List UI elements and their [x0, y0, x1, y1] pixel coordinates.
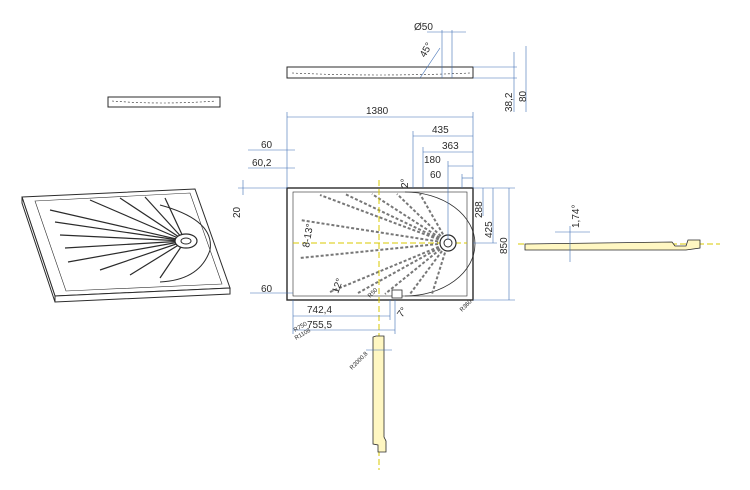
dimension-width-180: 180	[424, 155, 441, 166]
dimension-angle-12: 12°	[330, 277, 346, 295]
plan-view	[286, 180, 476, 470]
dimension-height-425: 425	[484, 221, 495, 238]
dimension-angle-2: 2°	[400, 178, 411, 188]
dimension-left-20: 20	[232, 206, 243, 218]
dimension-height-850: 850	[499, 237, 510, 254]
dimension-radius-label: R360	[459, 299, 474, 314]
dimension-diameter: Ø50	[414, 22, 433, 33]
dimension-width-742-4: 742,4	[307, 305, 332, 316]
dimension-width-60-2: 60,2	[252, 158, 272, 169]
dimension-width-60-top: 60	[261, 140, 273, 151]
dimension-height-38-2: 38,2	[504, 92, 515, 112]
dimension-width-1380: 1380	[366, 106, 389, 117]
dimension-height-288: 288	[474, 201, 485, 218]
dimension-width-755-5: 755,5	[307, 320, 332, 331]
dimension-width-60-right: 60	[430, 170, 442, 181]
dimension-angle-1-74: 1,74°	[571, 205, 582, 228]
side-view-small	[107, 96, 221, 108]
dimension-section-radius: R2000,8	[349, 351, 370, 372]
dimension-angle-45: 45°	[418, 41, 435, 60]
dimension-angle-8-13: 8-13°	[301, 223, 316, 249]
dimension-height-80: 80	[518, 90, 529, 102]
dimension-left-60-bottom: 60	[261, 284, 273, 295]
isometric-view	[21, 188, 231, 303]
dimension-angle-7: 7°	[395, 306, 409, 320]
bottom-section-view	[366, 335, 392, 453]
dimension-width-363: 363	[442, 141, 459, 152]
side-view-strip	[286, 30, 517, 79]
plan-dimension-lines	[238, 112, 515, 334]
dimension-width-435: 435	[432, 125, 449, 136]
vertical-dims-right	[513, 46, 527, 112]
right-section-view	[518, 226, 720, 262]
